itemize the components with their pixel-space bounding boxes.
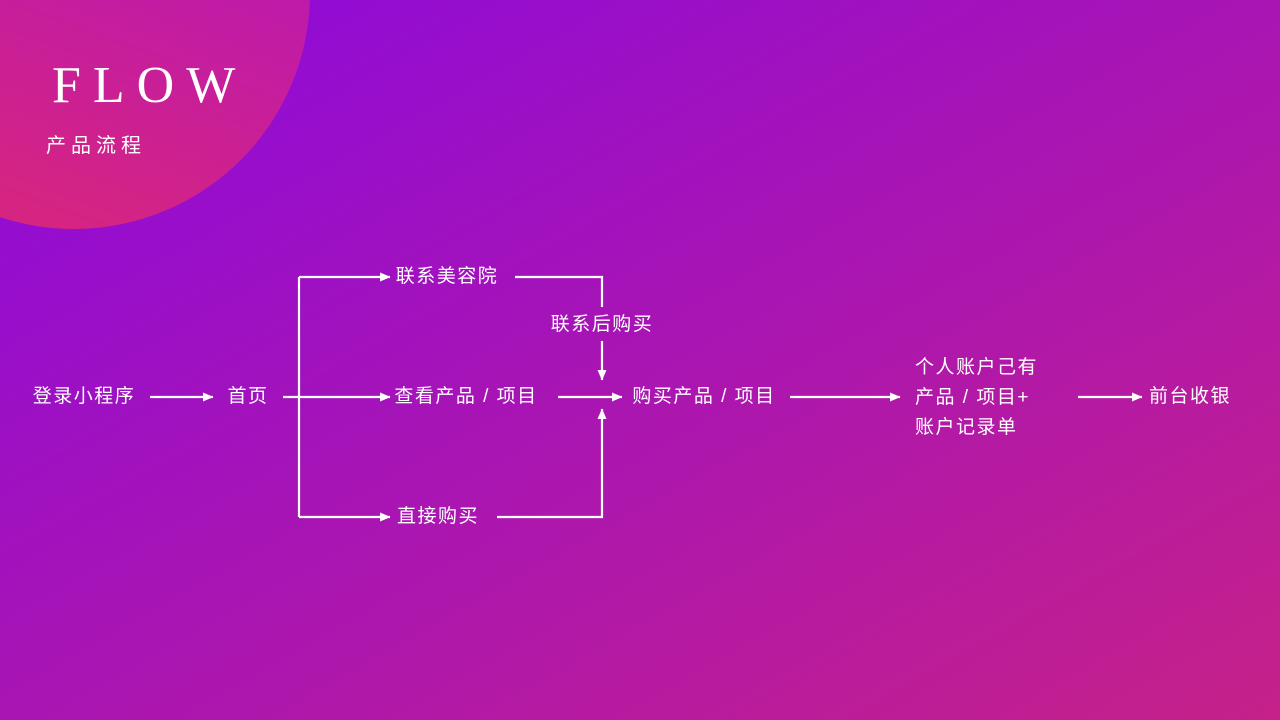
node-account-line2: 产品 / 项目+	[915, 387, 1030, 408]
node-account: 个人账户己有 产品 / 项目+ 账户记录单	[915, 353, 1038, 443]
page-subtitle: 产品流程	[46, 135, 146, 157]
edge-direct-to-buy	[497, 408, 607, 519]
edge-contact-to-contactbuy	[515, 275, 604, 307]
node-contact-buy: 联系后购买	[550, 314, 654, 335]
page-title: FLOW	[52, 57, 248, 114]
node-view: 查看产品 / 项目	[394, 386, 538, 407]
node-cashier: 前台收银	[1148, 386, 1232, 407]
node-account-line3: 账户记录单	[915, 417, 1018, 438]
node-login: 登录小程序	[32, 386, 136, 407]
node-direct: 直接购买	[396, 506, 480, 527]
node-account-line1: 个人账户己有	[915, 357, 1039, 378]
node-contact: 联系美容院	[395, 266, 499, 287]
node-buy: 购买产品 / 项目	[632, 386, 776, 407]
node-home: 首页	[227, 386, 269, 407]
